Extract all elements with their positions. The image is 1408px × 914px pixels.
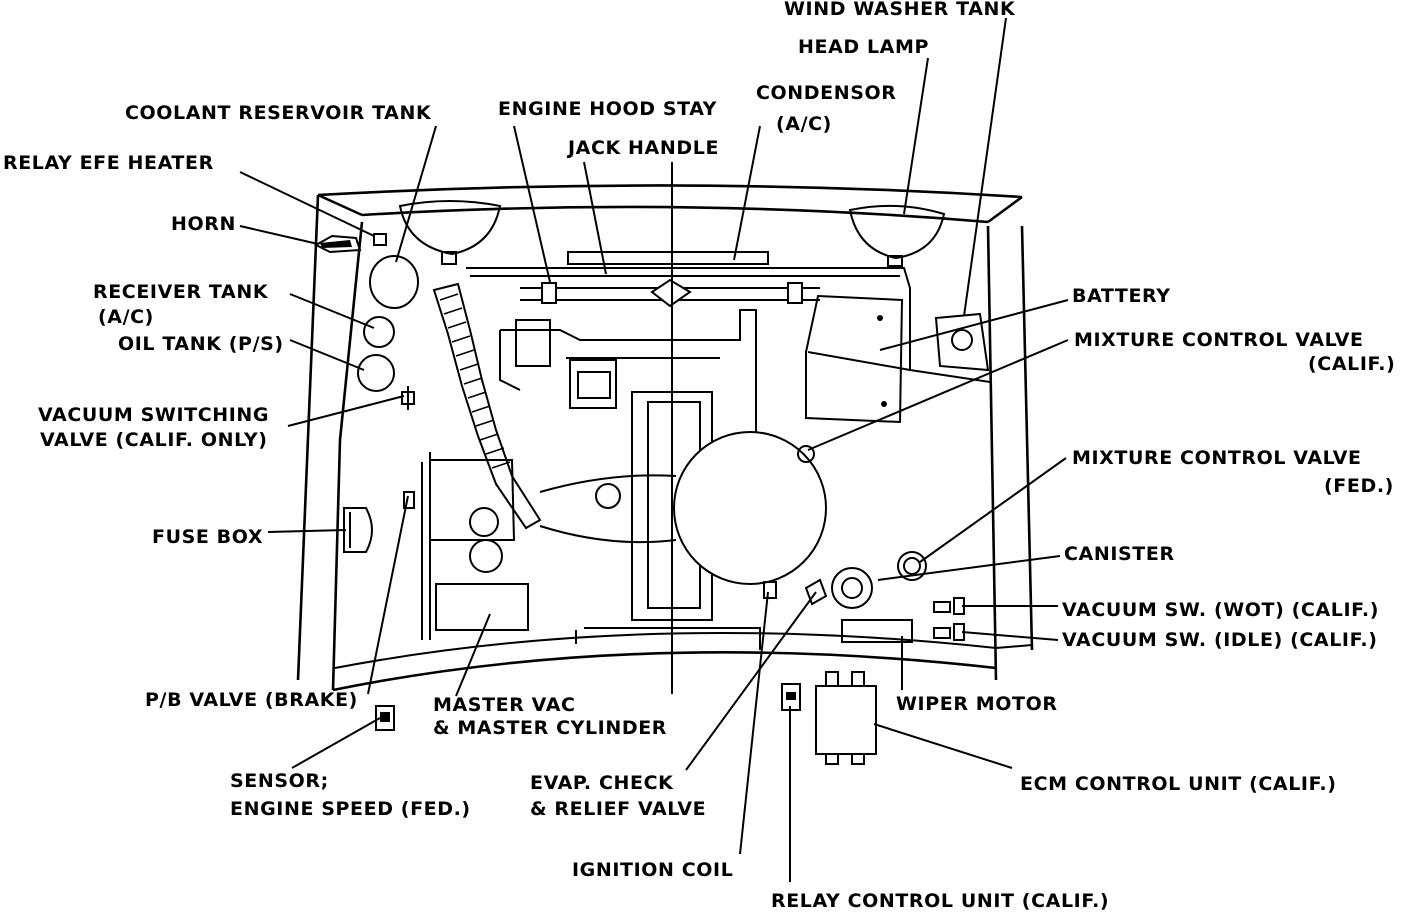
label-ignition-coil: IGNITION COIL	[572, 859, 733, 881]
master-vac-shape	[421, 452, 529, 640]
pb-valve-shape	[403, 491, 415, 509]
condenser-shape	[567, 251, 769, 265]
battery-shape	[805, 294, 911, 424]
wiper-motor-shape	[841, 619, 913, 643]
leader-oil-tank	[289, 339, 365, 371]
label-engine-hood-stay: ENGINE HOOD STAY	[498, 98, 717, 120]
leader-condensor	[733, 125, 761, 261]
coolant-tank-shape	[369, 255, 419, 309]
washer-reservoir-right-shape	[934, 312, 990, 372]
horn-shape	[313, 234, 362, 254]
vacuum-sw-idle-shape	[933, 623, 965, 641]
leader-head-lamp	[903, 57, 929, 215]
label-oil-tank: OIL TANK (P/S)	[118, 333, 284, 355]
engine-speed-sensor-shape	[375, 705, 395, 731]
label-jack-handle: JACK HANDLE	[566, 137, 719, 159]
air-cleaner-shape	[539, 431, 827, 585]
leader-canister	[877, 555, 1061, 581]
label-relay-efe-heater: RELAY EFE HEATER	[3, 152, 214, 174]
label-sensor-1: SENSOR;	[230, 770, 329, 792]
mixture-valve-fed-shape	[831, 567, 873, 609]
label-vacuum-switching-2: VALVE (CALIF. ONLY)	[40, 429, 267, 451]
leader-horn	[239, 225, 319, 245]
mixture-valve-calif-shape	[797, 445, 815, 463]
label-vacuum-switching-1: VACUUM SWITCHING	[38, 404, 269, 426]
leader-coolant	[395, 125, 437, 263]
label-pb-valve: P/B VALVE (BRAKE)	[145, 689, 358, 711]
label-receiver-tank-ac: (A/C)	[98, 306, 154, 328]
engine-block-shape	[499, 309, 761, 650]
leader-ignition-coil	[739, 591, 769, 855]
label-wiper-motor: WIPER MOTOR	[896, 693, 1058, 715]
leader-receiver-tank	[289, 293, 375, 329]
leader-mcv-fed	[919, 457, 1067, 563]
label-evap-2: & RELIEF VALVE	[530, 798, 706, 820]
label-head-lamp: HEAD LAMP	[798, 36, 929, 58]
label-vacuum-sw-idle: VACUUM SW. (IDLE) (CALIF.)	[1062, 629, 1377, 651]
label-receiver-tank: RECEIVER TANK	[93, 281, 269, 303]
label-ecm-control-unit: ECM CONTROL UNIT (CALIF.)	[1020, 773, 1336, 795]
label-condensor: CONDENSOR	[756, 82, 897, 104]
label-horn: HORN	[171, 213, 236, 235]
label-evap-1: EVAP. CHECK	[530, 772, 674, 794]
leader-relay-efe	[239, 171, 375, 237]
label-mcv-fed-2: (FED.)	[1324, 475, 1394, 497]
hood-stay-shape	[466, 267, 991, 383]
leader-battery	[879, 299, 1069, 351]
leader-ecm	[873, 723, 1013, 769]
label-sensor-2: ENGINE SPEED (FED.)	[230, 798, 471, 820]
vacuum-sw-wot-shape	[933, 597, 965, 615]
canister-shape	[897, 551, 927, 581]
leader-master-vac	[455, 613, 491, 697]
head-lamp-shape	[848, 204, 946, 267]
leader-wind-washer-tank	[963, 17, 1007, 317]
label-battery: BATTERY	[1072, 285, 1171, 307]
washer-tank-shape	[398, 200, 502, 265]
labels: WIND WASHER TANK HEAD LAMP CONDENSOR (A/…	[3, 0, 1395, 912]
label-condensor-ac: (A/C)	[776, 113, 832, 135]
oil-tank-shape	[357, 354, 395, 392]
ignition-coil-shape	[763, 581, 777, 599]
leader-hood-stay	[513, 125, 551, 283]
leader-evap	[685, 591, 817, 771]
label-fuse-box: FUSE BOX	[152, 526, 263, 548]
leader-pb-valve	[367, 495, 409, 695]
relay-shape	[373, 233, 387, 246]
label-master-vac-2: & MASTER CYLINDER	[433, 717, 667, 739]
leader-jack-handle-1	[583, 161, 607, 275]
label-mcv-calif-1: MIXTURE CONTROL VALVE	[1074, 329, 1364, 351]
leader-mcv-calif	[807, 339, 1069, 451]
label-wind-washer-tank: WIND WASHER TANK	[784, 0, 1016, 20]
hood-outline	[317, 184, 1023, 224]
label-relay-control-unit: RELAY CONTROL UNIT (CALIF.)	[771, 890, 1109, 912]
receiver-tank-shape	[363, 316, 395, 348]
label-master-vac-1: MASTER VAC	[433, 694, 576, 716]
ecm-control-unit-shape	[815, 671, 877, 765]
vacuum-switching-valve-shape	[401, 386, 415, 410]
leader-vacuum-switching	[287, 395, 405, 427]
label-canister: CANISTER	[1064, 543, 1175, 565]
leader-sensor	[291, 717, 381, 769]
label-vacuum-sw-wot: VACUUM SW. (WOT) (CALIF.)	[1062, 599, 1379, 621]
leader-lines	[239, 17, 1069, 882]
fender-walls	[296, 194, 1034, 692]
fuse-box-shape	[343, 507, 373, 553]
label-coolant-reservoir-tank: COOLANT RESERVOIR TANK	[125, 102, 432, 124]
leader-fuse-box	[267, 529, 347, 533]
leader-vacuum-idle	[961, 631, 1059, 641]
air-cleaner-duct-shape	[432, 282, 542, 530]
label-mcv-calif-2: (CALIF.)	[1308, 353, 1395, 375]
label-mcv-fed-1: MIXTURE CONTROL VALVE	[1072, 447, 1362, 469]
